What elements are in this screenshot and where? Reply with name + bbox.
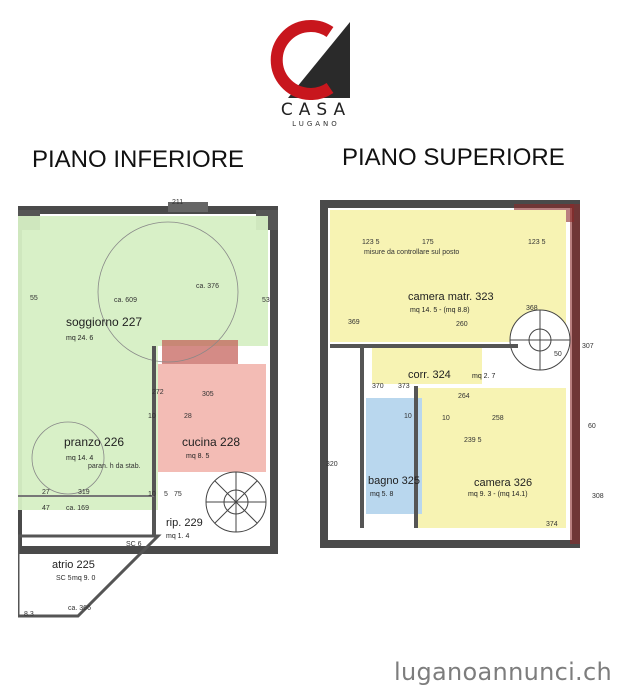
dim-label: SC 6	[126, 541, 142, 548]
dim-label: 368	[526, 305, 538, 312]
room-area-rip: mq 1. 4	[166, 533, 189, 540]
dim-label: 373	[398, 383, 410, 390]
staircase	[205, 471, 267, 533]
dim-label: 10	[148, 491, 156, 498]
dim-label: 28	[184, 413, 192, 420]
room-label-rip: rip. 229	[166, 517, 203, 529]
dim-label: 264	[458, 393, 470, 400]
room-area-cucina: mq 8. 5	[186, 453, 209, 460]
logo-word: CASA	[280, 100, 352, 120]
dim-label: 320	[326, 461, 338, 468]
room-label-atrio: atrio 225	[52, 559, 95, 571]
dim-label: 319	[78, 489, 90, 496]
dim-label: 175	[422, 239, 434, 246]
room-bagno-fill	[366, 398, 422, 514]
dim-label: 258	[492, 415, 504, 422]
room-label-pranzo: pranzo 226	[64, 435, 124, 449]
room-area-pranzo: mq 14. 4	[66, 455, 93, 462]
room-label-bagno: bagno 325	[368, 475, 420, 487]
room-area-atrio: mq 9. 0	[72, 575, 95, 582]
staircase	[509, 309, 571, 371]
room-cucina-fill	[158, 364, 266, 472]
dim-label: 272	[152, 389, 164, 396]
room-label-soggiorno: soggiorno 227	[66, 315, 142, 329]
heading-upper-floor: PIANO SUPERIORE	[342, 144, 565, 171]
dim-label: 60	[588, 423, 596, 430]
dim-label: 55	[30, 295, 38, 302]
dim-label: 53	[262, 297, 270, 304]
dim-label: 370	[372, 383, 384, 390]
dim-label: 260	[456, 321, 468, 328]
room-label-camera-326: camera 326	[474, 477, 532, 489]
dim-label: 308	[592, 493, 604, 500]
heading-lower-floor: PIANO INFERIORE	[32, 146, 245, 173]
room-label-corr: corr. 324	[408, 369, 451, 381]
dim-label: ca. 609	[114, 297, 137, 304]
dim-label: 8.3	[24, 611, 34, 618]
dim-label: 10	[404, 413, 412, 420]
dim-label: ca. 376	[196, 283, 219, 290]
dim-label: ca. 366	[68, 605, 91, 612]
logo-subtitle: LUGANO	[292, 120, 340, 128]
dim-label: 75	[174, 491, 182, 498]
floor-plan-lower: soggiorno 227 mq 24. 6 pranzo 226 mq 14.…	[18, 199, 278, 618]
dim-label: SC 5	[56, 575, 72, 582]
dim-label: 47	[42, 505, 50, 512]
room-camera-326-fill	[416, 388, 566, 528]
dim-label: 5	[164, 491, 168, 498]
dim-label: ca. 169	[66, 505, 89, 512]
dim-label: misure da controllare sul posto	[364, 249, 459, 256]
dim-label: 27	[42, 489, 50, 496]
dim-label: 374	[546, 521, 558, 528]
floor-plan-upper: camera matr. 323 mq 14. 5 - (mq 8.8) cor…	[320, 200, 604, 548]
room-area-bagno: mq 5. 8	[370, 491, 393, 498]
dim-label: paran. h da stab.	[88, 463, 141, 470]
dim-label: 10	[442, 415, 450, 422]
room-area-camera-matr: mq 14. 5 - (mq 8.8)	[410, 307, 470, 314]
room-area-camera-326: mq 9. 3 - (mq 14.1)	[468, 491, 528, 498]
dim-label: 307	[582, 343, 594, 350]
dim-label: 123 5	[528, 239, 546, 246]
room-area-soggiorno: mq 24. 6	[66, 335, 93, 342]
room-label-camera-matr: camera matr. 323	[408, 291, 494, 303]
logo-mark	[270, 20, 350, 100]
casa-lugano-logo: CASA LUGANO	[270, 18, 362, 130]
room-area-corr: mq 2. 7	[472, 373, 495, 380]
dim-label: 211	[172, 199, 183, 206]
dim-label: 305	[202, 391, 214, 398]
dim-label: 50	[554, 351, 562, 358]
watermark: luganoannunci.ch	[394, 658, 612, 686]
room-label-cucina: cucina 228	[182, 435, 240, 449]
dim-label: 123 5	[362, 239, 380, 246]
dim-label: 369	[348, 319, 360, 326]
room-corr-fill	[372, 348, 482, 384]
dim-label: 10	[148, 413, 156, 420]
room-soggiorno-fill	[18, 216, 268, 510]
dim-label: 239 5	[464, 437, 482, 444]
